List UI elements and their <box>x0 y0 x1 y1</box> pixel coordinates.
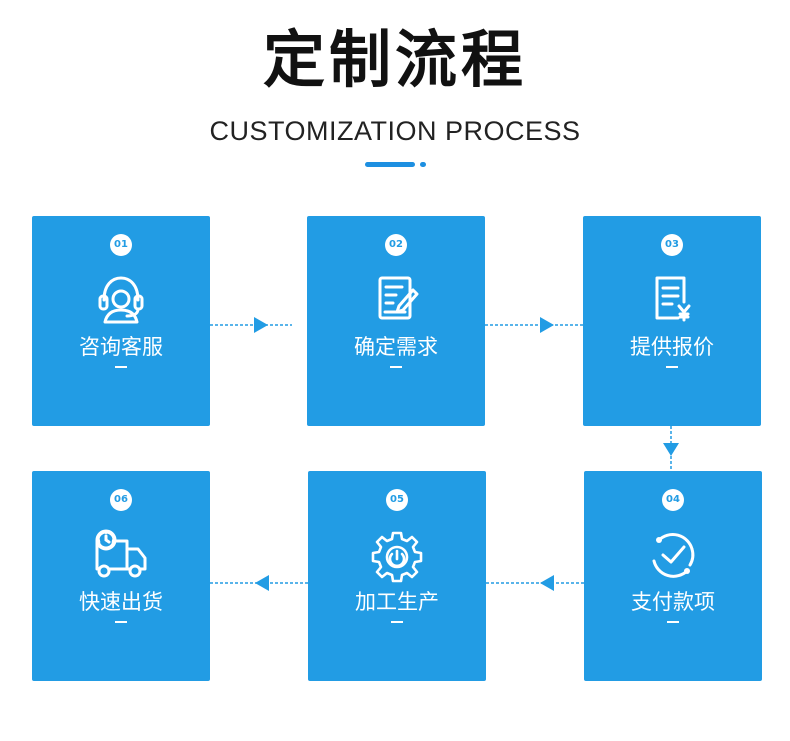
step-label: 提供报价 <box>630 335 714 359</box>
step-number-badge: 04 <box>662 489 684 511</box>
label-underline <box>667 621 679 623</box>
step-label: 支付款项 <box>631 590 715 614</box>
delivery-truck-icon <box>95 529 147 578</box>
step-card-consult: 01 咨询客服 <box>32 216 210 426</box>
step-card-production: 05 加工生产 <box>308 471 486 681</box>
step-label: 咨询客服 <box>79 335 163 359</box>
page-subtitle: CUSTOMIZATION PROCESS <box>209 116 581 146</box>
step-card-shipping: 06 快速出货 <box>32 471 210 681</box>
label-underline <box>115 366 127 368</box>
label-underline <box>666 366 678 368</box>
step-card-quotation: 03 提供报价 <box>583 216 761 426</box>
quote-document-yen-icon <box>655 276 691 322</box>
step-number-badge: 05 <box>386 489 408 511</box>
flow-arrow-02-03 <box>485 317 583 333</box>
label-underline <box>391 621 403 623</box>
step-number-badge: 03 <box>661 234 683 256</box>
label-underline <box>390 366 402 368</box>
step-number-badge: 01 <box>110 234 132 256</box>
step-card-requirements: 02 确定需求 <box>307 216 485 426</box>
title-underline <box>365 162 415 167</box>
flow-arrow-04-05 <box>486 575 584 591</box>
title-underline-dot <box>420 162 426 167</box>
label-underline <box>115 621 127 623</box>
page-title: 定制流程 <box>262 23 527 96</box>
step-label: 确定需求 <box>354 335 438 359</box>
headset-agent-icon <box>98 276 144 324</box>
step-number-badge: 06 <box>110 489 132 511</box>
flow-arrow-05-06 <box>210 575 308 591</box>
step-card-payment: 04 支付款项 <box>584 471 762 681</box>
payment-check-icon <box>652 533 695 578</box>
document-edit-icon <box>378 276 419 320</box>
step-number-badge: 02 <box>385 234 407 256</box>
step-label: 加工生产 <box>355 590 439 614</box>
step-label: 快速出货 <box>79 590 163 614</box>
gear-production-icon <box>371 531 423 583</box>
flow-arrow-03-04 <box>663 426 679 471</box>
flow-arrow-01-02 <box>210 317 292 333</box>
